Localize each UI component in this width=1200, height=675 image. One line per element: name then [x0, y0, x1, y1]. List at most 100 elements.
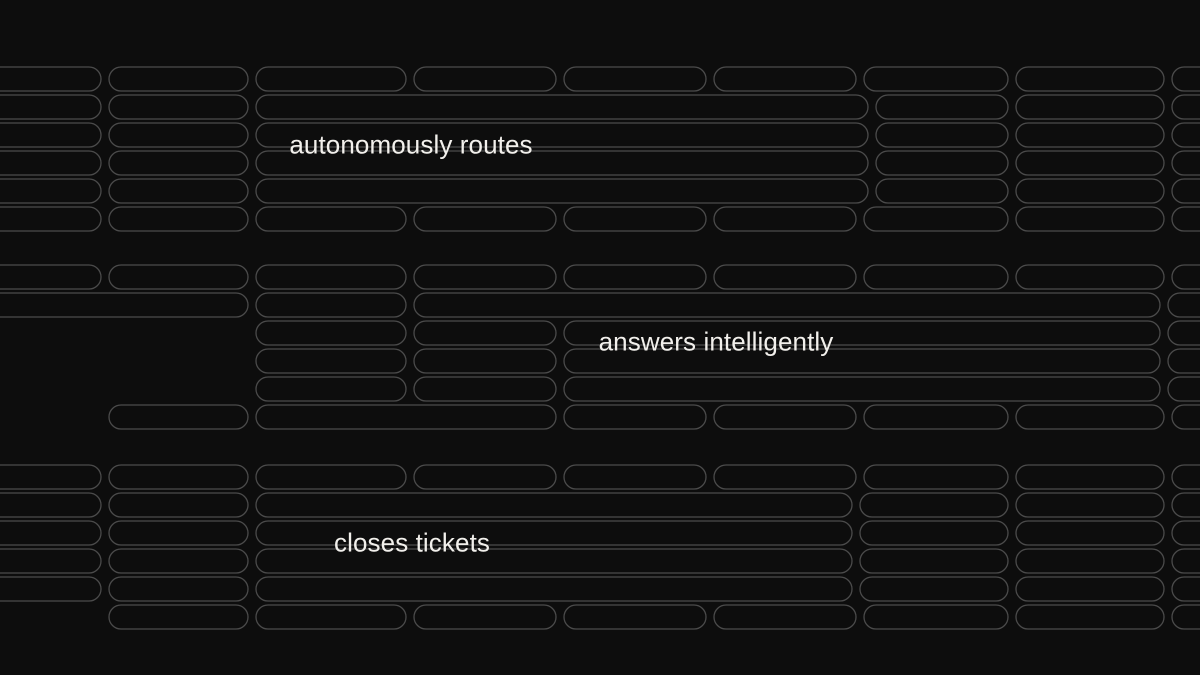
- trace-pill: [413, 320, 557, 346]
- trace-pill: [863, 464, 1009, 490]
- trace-pill: [0, 576, 102, 602]
- trace-pill: [255, 604, 407, 630]
- trace-pill: [1015, 576, 1165, 602]
- trace-pill: [1171, 404, 1200, 430]
- trace-pill: [863, 264, 1009, 290]
- trace-pill: [255, 376, 407, 402]
- trace-pill: [875, 150, 1009, 176]
- trace-pill: [108, 576, 249, 602]
- trace-pill: [1015, 404, 1165, 430]
- trace-pill: [0, 292, 249, 318]
- trace-pill: [563, 206, 707, 232]
- trace-pill: [255, 492, 853, 518]
- trace-pill: [108, 94, 249, 120]
- trace-pill: [413, 66, 557, 92]
- trace-pill: [108, 492, 249, 518]
- trace-pill: [1015, 520, 1165, 546]
- trace-pill: [713, 464, 857, 490]
- trace-pill: [863, 66, 1009, 92]
- trace-pill: [1167, 348, 1200, 374]
- trace-pill: [875, 94, 1009, 120]
- trace-pill: [1015, 122, 1165, 148]
- trace-pill: [863, 404, 1009, 430]
- trace-pill: [863, 604, 1009, 630]
- trace-pill: [108, 66, 249, 92]
- trace-pill: [1015, 206, 1165, 232]
- trace-pill: [255, 66, 407, 92]
- trace-pill: [0, 464, 102, 490]
- trace-pill: [255, 464, 407, 490]
- trace-pill: [859, 492, 1009, 518]
- trace-pill: [108, 206, 249, 232]
- trace-pill: [1015, 178, 1165, 204]
- trace-pill: [1167, 292, 1200, 318]
- trace-pill: [563, 604, 707, 630]
- trace-pill: [0, 150, 102, 176]
- trace-pill: [0, 264, 102, 290]
- trace-pill: [563, 376, 1161, 402]
- trace-pill: [713, 604, 857, 630]
- trace-pill: [255, 548, 853, 574]
- trace-pill: [563, 404, 707, 430]
- trace-pill: [563, 464, 707, 490]
- trace-pill: [1171, 122, 1200, 148]
- trace-pill: [255, 94, 869, 120]
- trace-pill: [1171, 178, 1200, 204]
- trace-pill: [1171, 206, 1200, 232]
- trace-pill: [108, 520, 249, 546]
- trace-pill: [859, 548, 1009, 574]
- trace-pill: [255, 206, 407, 232]
- trace-pill: [413, 604, 557, 630]
- trace-pill: [413, 264, 557, 290]
- trace-pill: [1171, 492, 1200, 518]
- trace-pill: [255, 122, 869, 148]
- trace-pill: [108, 264, 249, 290]
- trace-pill: [413, 376, 557, 402]
- trace-pill: [108, 150, 249, 176]
- trace-pill: [875, 178, 1009, 204]
- trace-pill: [413, 292, 1161, 318]
- trace-pill: [1171, 94, 1200, 120]
- trace-pill: [108, 548, 249, 574]
- trace-pill: [0, 178, 102, 204]
- trace-pill: [1015, 150, 1165, 176]
- trace-pill: [1171, 520, 1200, 546]
- trace-pill: [713, 206, 857, 232]
- trace-pill: [255, 404, 557, 430]
- trace-pill: [255, 178, 869, 204]
- trace-pill: [1015, 66, 1165, 92]
- trace-pill: [1167, 320, 1200, 346]
- trace-pill: [875, 122, 1009, 148]
- trace-pill: [1171, 576, 1200, 602]
- trace-pill: [863, 206, 1009, 232]
- trace-pill: [413, 348, 557, 374]
- trace-pill: [255, 520, 853, 546]
- trace-pill: [1171, 464, 1200, 490]
- trace-pill: [563, 66, 707, 92]
- trace-pill: [563, 320, 1161, 346]
- trace-pill: [1015, 604, 1165, 630]
- trace-pill: [413, 206, 557, 232]
- trace-pill: [413, 464, 557, 490]
- trace-pill: [859, 576, 1009, 602]
- trace-pill: [1171, 548, 1200, 574]
- trace-pill: [255, 320, 407, 346]
- trace-pill: [108, 404, 249, 430]
- trace-pill: [1015, 548, 1165, 574]
- trace-pill: [0, 206, 102, 232]
- trace-pill: [1171, 150, 1200, 176]
- trace-pill: [1171, 66, 1200, 92]
- trace-pill: [0, 520, 102, 546]
- trace-pill: [255, 576, 853, 602]
- trace-pill: [859, 520, 1009, 546]
- trace-pill: [713, 66, 857, 92]
- trace-pill: [108, 178, 249, 204]
- trace-pill: [563, 264, 707, 290]
- trace-pill: [0, 66, 102, 92]
- trace-pill: [563, 348, 1161, 374]
- trace-pill: [0, 492, 102, 518]
- trace-pill: [713, 264, 857, 290]
- trace-pill: [713, 404, 857, 430]
- trace-pill: [0, 122, 102, 148]
